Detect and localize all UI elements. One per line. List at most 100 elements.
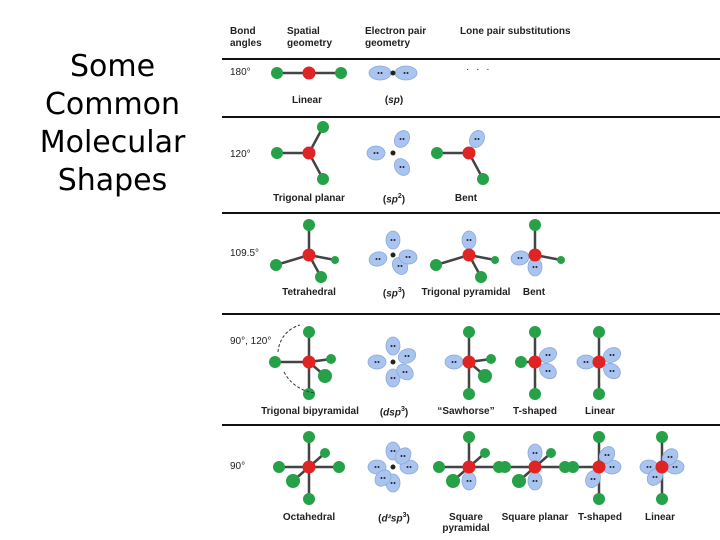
central-atom xyxy=(302,355,316,369)
ligand-atom xyxy=(269,356,281,368)
lone-pair-lobe xyxy=(461,230,477,250)
lone-pair-lobe xyxy=(398,249,418,265)
electron-dot xyxy=(520,257,523,259)
electron-dot xyxy=(402,371,405,373)
title-line: Some xyxy=(69,49,156,84)
central-atom xyxy=(655,460,669,474)
header-bond-angles: Bond angles xyxy=(230,26,262,50)
electron-dot xyxy=(374,361,377,363)
electron-dot xyxy=(403,72,406,74)
electron-dot xyxy=(393,482,396,484)
lone-pair-lobe xyxy=(527,471,543,491)
electron-dot xyxy=(406,72,409,74)
central-atom xyxy=(462,355,476,369)
electron-dot xyxy=(373,152,376,154)
header-lone-pair-substitutions: Lone pair substitutions xyxy=(460,26,571,37)
lone-pair-lobe xyxy=(539,362,557,380)
electron-dot xyxy=(474,138,477,140)
ligand-atom xyxy=(567,461,579,473)
ligand-atom xyxy=(303,388,315,400)
header-electron-pair-geometry: Electron pair geometry xyxy=(365,26,426,50)
ligand-atom xyxy=(499,461,511,473)
ligand-atom xyxy=(656,431,668,443)
electron-dot xyxy=(649,466,652,468)
ligand-atom xyxy=(475,271,487,283)
ligand-atom xyxy=(446,474,460,488)
header-line: Bond xyxy=(230,26,256,37)
electron-dot xyxy=(672,466,675,468)
electron-dot xyxy=(612,466,615,468)
electron-dot xyxy=(390,345,393,347)
central-atom xyxy=(462,146,476,160)
ligand-atom xyxy=(318,369,332,383)
electron-dot xyxy=(535,452,538,454)
central-atom xyxy=(462,460,476,474)
electron-dot xyxy=(532,452,535,454)
hybridization-label: (d²sp3) xyxy=(378,512,410,525)
electron-dot xyxy=(517,257,520,259)
electron-dot xyxy=(375,258,378,260)
electron-dot xyxy=(393,345,396,347)
lone-pair-lobe xyxy=(527,443,543,463)
electron-dot xyxy=(408,256,411,258)
lone-pair-label: Square pyramidal xyxy=(442,512,490,534)
electron-dot xyxy=(548,354,551,356)
ligand-atom xyxy=(326,354,336,364)
title-line: Molecular xyxy=(39,125,186,160)
central-atom xyxy=(592,355,606,369)
spatial-geometry-label: Tetrahedral xyxy=(282,287,336,298)
electron-dot xyxy=(548,370,551,372)
hybrid-base: sp xyxy=(388,95,400,106)
lone-pair-label: Linear xyxy=(644,512,675,523)
row-divider xyxy=(222,212,720,214)
electron-dot xyxy=(469,480,472,482)
electron-dot xyxy=(393,377,396,379)
ligand-atom xyxy=(480,448,490,458)
lone-pair-lobe xyxy=(385,336,401,356)
lone-pair-lobe xyxy=(576,354,596,370)
header-line: Spatial xyxy=(287,26,320,37)
ligand-atom xyxy=(512,474,526,488)
angle-arc xyxy=(277,324,301,353)
central-atom xyxy=(302,146,316,160)
hybridization-label: (sp) xyxy=(384,95,404,106)
electron-dot xyxy=(393,450,396,452)
electron-dot xyxy=(652,476,655,478)
hybridization-label: (sp2) xyxy=(382,193,406,206)
electron-dot xyxy=(399,138,402,140)
lone-pair-lobe xyxy=(366,145,386,161)
electron-dot xyxy=(406,466,409,468)
central-atom xyxy=(462,248,476,262)
title-line: Common xyxy=(44,87,181,122)
ligand-atom xyxy=(431,147,443,159)
electron-dot xyxy=(532,266,535,268)
ligand-atom xyxy=(593,493,605,505)
ligand-atom xyxy=(303,493,315,505)
ligand-atom xyxy=(320,448,330,458)
electron-dot xyxy=(377,361,380,363)
lone-pair-label: Linear xyxy=(584,406,615,417)
nucleus xyxy=(390,150,396,156)
title-line: Shapes xyxy=(57,163,168,198)
electron-dot xyxy=(670,456,673,458)
lone-pair-label: Trigonal pyramidal xyxy=(421,287,511,298)
spatial-geometry-label: Linear xyxy=(291,95,322,106)
ligand-atom xyxy=(463,326,475,338)
electron-dot xyxy=(646,466,649,468)
lone-pair-lobe xyxy=(393,158,411,176)
electron-dot xyxy=(612,370,615,372)
bond-angle: 90°, 120° xyxy=(230,336,272,347)
lone-pair-label: Square planar xyxy=(501,512,569,523)
ligand-atom xyxy=(303,431,315,443)
electron-dot xyxy=(397,265,400,267)
bond-angle: 120° xyxy=(230,149,251,160)
lone-pair-lobe xyxy=(385,230,401,250)
hybrid-sup: 2 xyxy=(397,193,402,200)
nucleus xyxy=(390,70,396,76)
nucleus xyxy=(390,252,396,258)
electron-dot xyxy=(454,361,457,363)
electron-dot xyxy=(612,354,615,356)
lone-pair-lobe xyxy=(367,354,387,370)
electron-dot xyxy=(607,454,610,456)
hybrid-sup: 3 xyxy=(402,512,407,519)
